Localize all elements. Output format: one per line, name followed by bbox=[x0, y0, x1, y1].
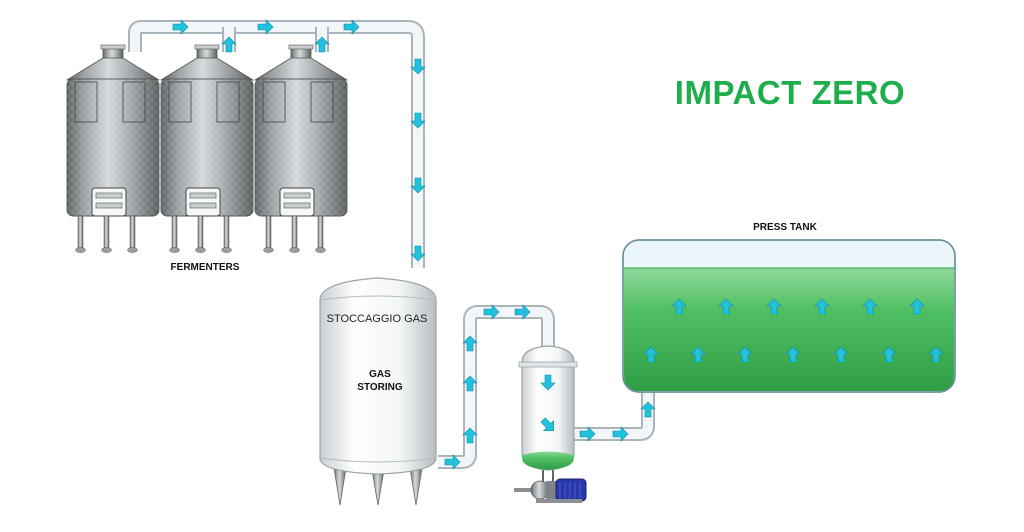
press-tank-label: PRESS TANK bbox=[753, 222, 817, 233]
flow-arrow bbox=[172, 19, 189, 35]
flow-arrow bbox=[643, 346, 659, 363]
flow-arrow bbox=[483, 304, 500, 320]
fermenter-tank bbox=[253, 44, 349, 253]
flow-arrow bbox=[737, 346, 753, 363]
fermenters-label: FERMENTERS bbox=[170, 262, 240, 273]
flow-arrow bbox=[690, 346, 706, 363]
flow-arrow bbox=[462, 335, 478, 352]
flow-arrow bbox=[343, 19, 360, 35]
flow-arrow bbox=[928, 346, 944, 363]
flow-arrow bbox=[640, 401, 656, 418]
flow-arrow bbox=[540, 417, 554, 431]
flow-arrow bbox=[766, 298, 782, 315]
flow-arrow bbox=[410, 58, 426, 75]
flow-arrow bbox=[444, 454, 461, 470]
gas-storing-line1: GAS bbox=[369, 369, 391, 380]
flow-arrow bbox=[257, 19, 274, 35]
storage-tank-sign: STOCCAGGIO GAS bbox=[326, 313, 428, 325]
gas-storage-tank bbox=[319, 277, 437, 506]
flow-arrow bbox=[671, 298, 687, 315]
page-title: IMPACT ZERO bbox=[674, 74, 906, 111]
flow-arrow bbox=[612, 426, 629, 442]
transfer-pump bbox=[514, 478, 587, 503]
flow-arrow bbox=[410, 177, 426, 194]
flow-arrow bbox=[410, 245, 426, 262]
flow-arrow bbox=[462, 375, 478, 392]
flow-arrow bbox=[540, 374, 556, 391]
separator-to-press-pipe bbox=[565, 386, 655, 441]
flow-arrow bbox=[514, 304, 531, 320]
flow-arrow bbox=[909, 298, 925, 315]
flow-arrow bbox=[462, 427, 478, 444]
flow-arrow bbox=[833, 346, 849, 363]
flow-arrow bbox=[718, 298, 734, 315]
flow-arrow bbox=[785, 346, 801, 363]
gas-storing-line2: STORING bbox=[357, 382, 403, 393]
press-tank bbox=[622, 239, 956, 393]
separator-vessel bbox=[518, 345, 578, 482]
flow-arrow bbox=[814, 298, 830, 315]
flow-arrow bbox=[579, 426, 596, 442]
flow-arrow bbox=[862, 298, 878, 315]
fermenter-tank bbox=[159, 44, 255, 253]
fermenter-tank bbox=[65, 44, 161, 253]
gas-storing-label: GAS STORING bbox=[340, 368, 420, 394]
flow-arrow bbox=[314, 36, 330, 53]
fermenter-group bbox=[65, 44, 349, 253]
flow-arrow bbox=[881, 346, 897, 363]
flow-arrow bbox=[221, 36, 237, 53]
flow-arrow bbox=[410, 112, 426, 129]
flow-arrows bbox=[172, 19, 944, 470]
